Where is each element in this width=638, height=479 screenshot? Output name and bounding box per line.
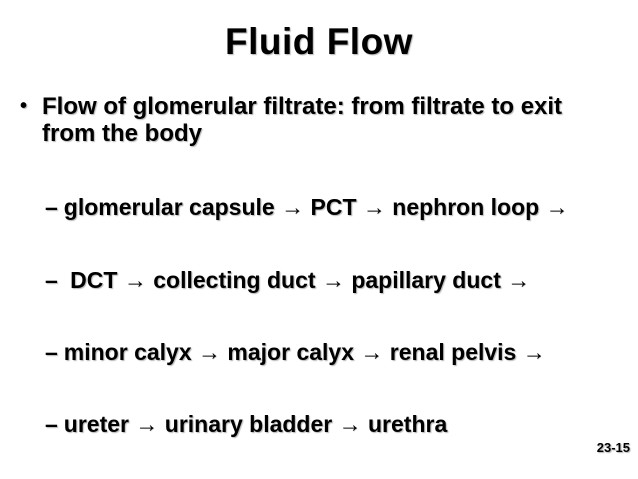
page-number: 23-15 <box>596 440 630 455</box>
dash-marker: – <box>45 339 58 365</box>
dash-marker: – <box>45 267 58 293</box>
dash-marker: – <box>45 194 58 220</box>
sub-bullet-item: – DCT → collecting duct → papillary duct… <box>45 267 531 293</box>
sub-bullet-text: DCT → collecting duct → papillary duct → <box>63 267 531 293</box>
right-arrow-icon: → <box>198 339 222 365</box>
sub-bullet-item: – glomerular capsule → PCT → nephron loo… <box>45 194 569 220</box>
right-arrow-icon: → <box>281 194 305 220</box>
sub-bullet-item: – minor calyx → major calyx → renal pelv… <box>45 339 546 365</box>
slide-title: Fluid Flow <box>225 21 413 62</box>
right-arrow-icon: → <box>362 194 386 220</box>
right-arrow-icon: → <box>123 267 147 293</box>
dash-marker: – <box>45 411 58 437</box>
right-arrow-icon: → <box>135 411 159 437</box>
right-arrow-icon: → <box>522 339 546 365</box>
main-bullet-text: Flow of glomerular filtrate: from filtra… <box>42 93 563 147</box>
right-arrow-icon: → <box>507 267 531 293</box>
bullet-marker: • <box>20 95 28 117</box>
right-arrow-icon: → <box>545 194 569 220</box>
sub-bullet-text: glomerular capsule → PCT → nephron loop … <box>63 194 569 220</box>
sub-bullet-item: – ureter → urinary bladder → urethra <box>45 411 448 437</box>
main-bullet-item: • Flow of glomerular filtrate: from filt… <box>20 93 622 147</box>
right-arrow-icon: → <box>360 339 384 365</box>
sub-bullet-text: ureter → urinary bladder → urethra <box>63 411 448 437</box>
right-arrow-icon: → <box>321 267 345 293</box>
right-arrow-icon: → <box>338 411 362 437</box>
sub-bullet-text: minor calyx → major calyx → renal pelvis… <box>63 339 546 365</box>
